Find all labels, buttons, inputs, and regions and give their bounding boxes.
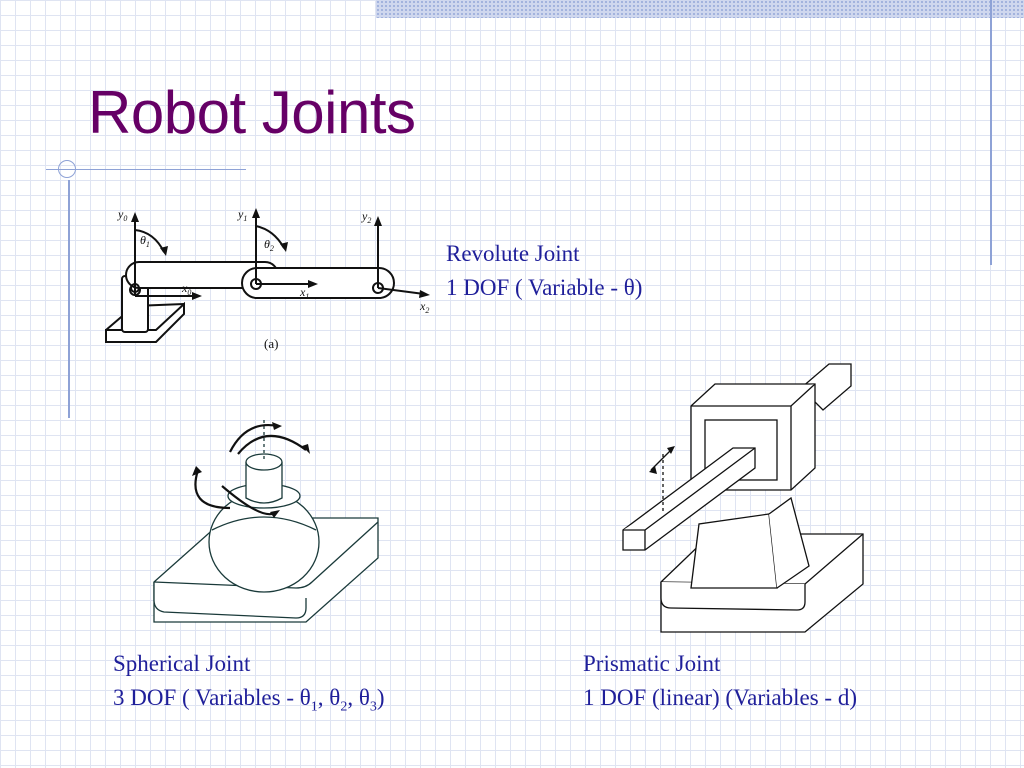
prismatic-joint-figure [622,363,864,633]
revolute-joint-figure: y0 θ1 y1 θ2 y2 x0 x1 x2 (a) [105,207,430,351]
left-decor-line [68,180,70,418]
spherical-joint-name: Spherical Joint [113,651,251,676]
title-underline [46,169,246,170]
revolute-label-x1: x1 [299,285,309,301]
revolute-label-x2: x2 [419,299,429,315]
prismatic-joint-name: Prismatic Joint [583,651,721,676]
slide-title: Robot Joints [88,79,416,146]
spherical-joint-figure [153,420,379,623]
revolute-caption: Revolute Joint 1 DOF ( Variable - θ) [446,237,642,305]
revolute-label-x0: x0 [181,281,191,297]
top-decor-band [376,0,1024,18]
prismatic-caption: Prismatic Joint 1 DOF (linear) (Variable… [583,647,857,715]
revolute-label-y1: y1 [237,207,247,223]
revolute-joint-dof: 1 DOF ( Variable - θ) [446,275,643,300]
title-circle-ornament [58,160,76,178]
revolute-label-y2: y2 [361,209,371,225]
spherical-caption: Spherical Joint 3 DOF ( Variables - θ1, … [113,647,385,725]
revolute-joint-name: Revolute Joint [446,241,580,266]
revolute-label-theta1: θ1 [140,233,150,249]
prismatic-joint-dof: 1 DOF (linear) (Variables - d) [583,685,857,710]
revolute-label-y0: y0 [117,207,127,223]
right-decor-line [990,0,992,265]
revolute-label-theta2: θ2 [264,237,274,253]
spherical-joint-dof: 3 DOF ( Variables - θ1, θ2, θ3) [113,685,385,715]
revolute-panel-label: (a) [264,336,278,351]
